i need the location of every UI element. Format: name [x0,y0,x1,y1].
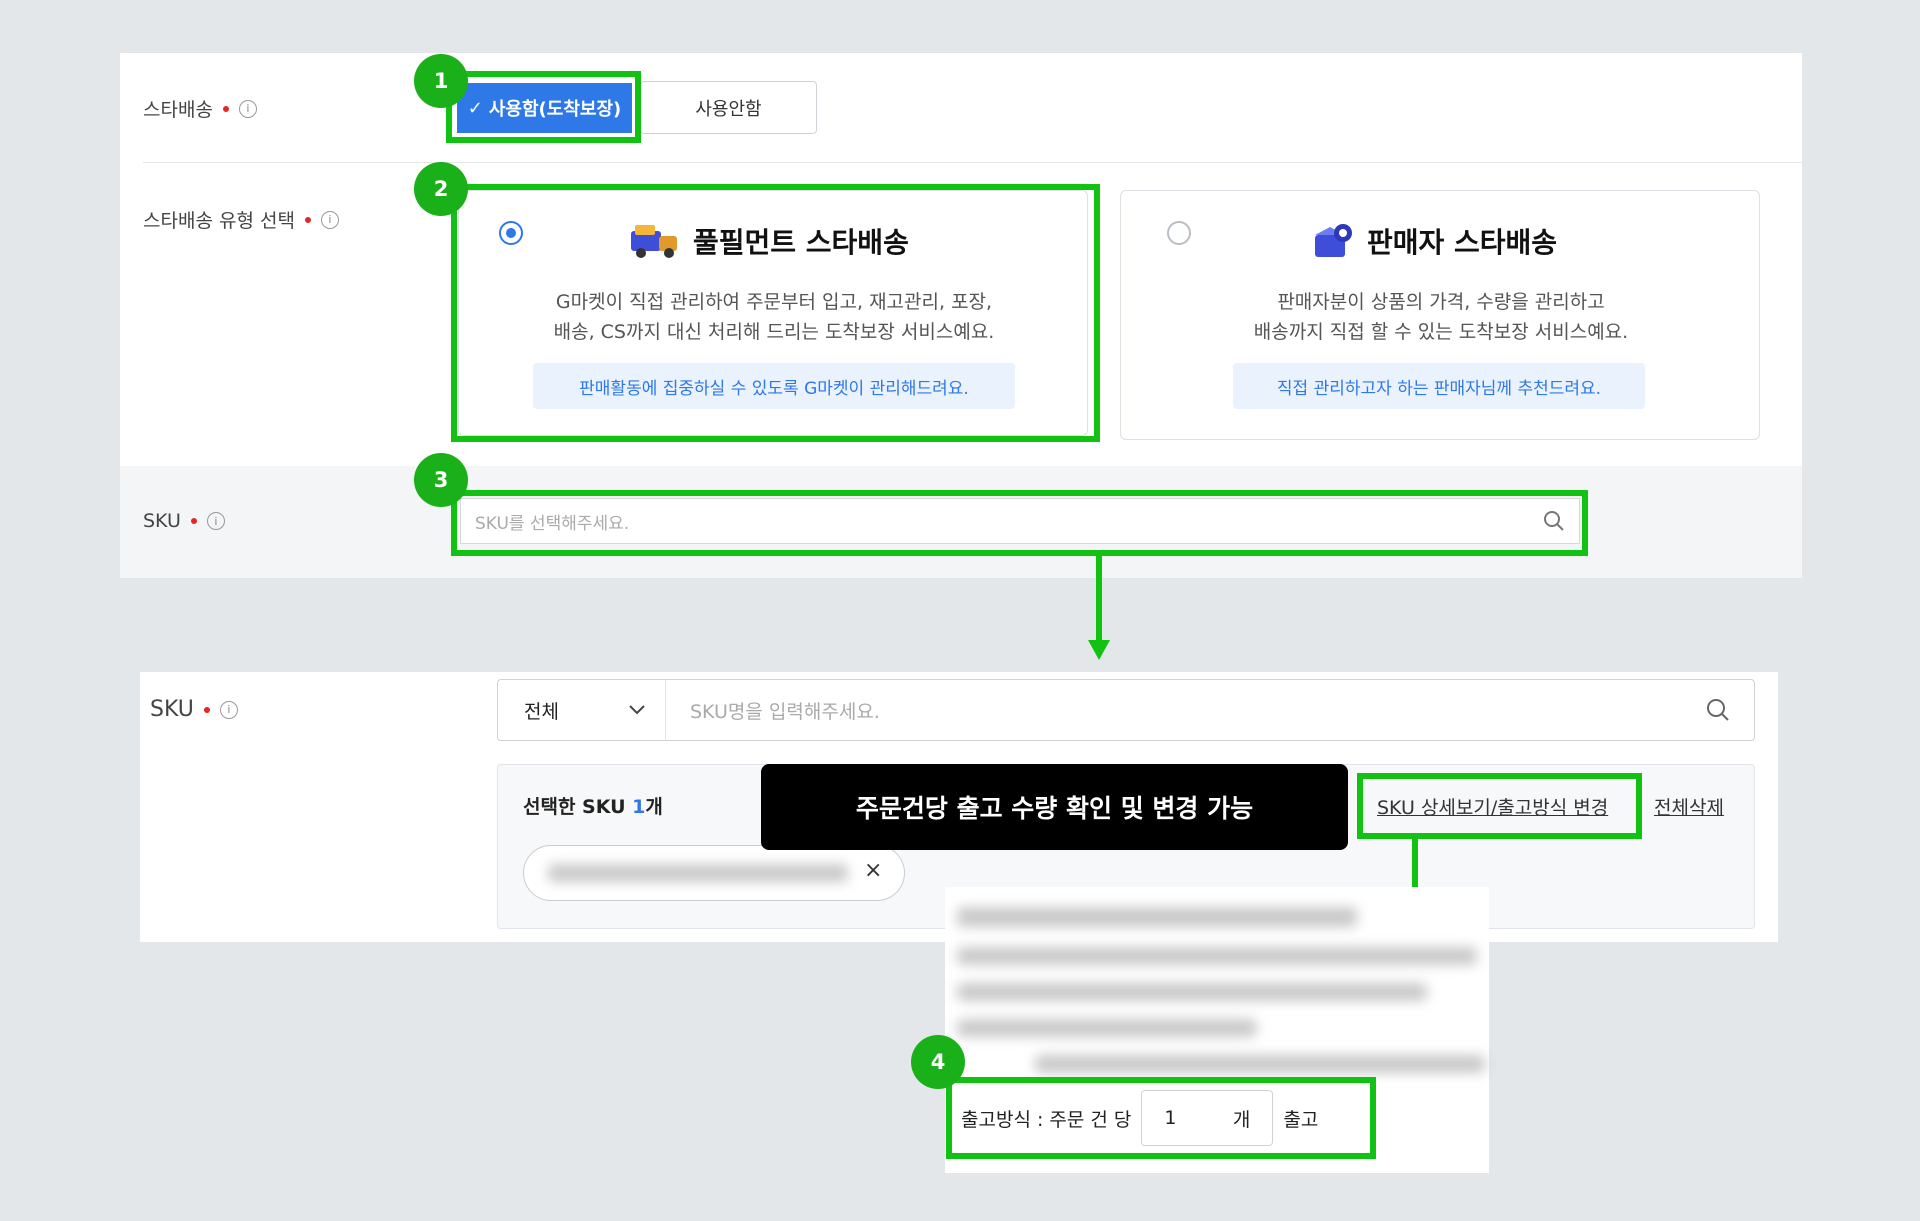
selected-sku-number: 1 [632,796,646,818]
fulfillment-tip: 판매활동에 집중하실 수 있도록 G마켓이 관리해드려요. [533,363,1015,409]
step-badge-3: 3 [414,453,468,507]
step-badge-2: 2 [414,162,468,216]
star-delivery-label: 스타배송 i [143,95,257,122]
search-icon[interactable] [1706,698,1730,722]
blurred-line [957,947,1477,965]
highlight-box-4 [946,1077,1376,1159]
selected-sku-prefix: 선택한 SKU [523,796,633,818]
connector-line [1096,556,1102,646]
blurred-line [1035,1055,1485,1073]
highlight-box-detail-link [1357,773,1642,839]
shipping-quantity-input[interactable]: 1 개 [1141,1090,1274,1146]
sku-label: SKU i [143,510,225,532]
selected-sku-chip: × [523,845,905,901]
sku-detail-label: SKU i [150,697,238,722]
shipping-method-label: 출고방식 : 주문 건 당 [961,1108,1132,1131]
selected-sku-suffix: 개 [645,796,663,818]
sku-select-placeholder: SKU를 선택해주세요. [475,513,630,534]
sku-select-input[interactable]: SKU를 선택해주세요. [460,498,1580,544]
highlight-box-1 [446,71,641,143]
seller-card[interactable]: 판매자 스타배송 판매자분이 상품의 가격, 수량을 관리하고 배송까지 직접 … [1120,190,1760,440]
blurred-line [957,907,1357,927]
no-star-delivery-button[interactable]: 사용안함 [640,81,817,134]
no-star-delivery-label: 사용안함 [695,98,762,120]
step-badge-4: 4 [911,1035,965,1089]
sku-filter-value: 전체 [524,700,559,723]
shipping-quantity-unit: 개 [1232,1108,1251,1131]
blurred-sku-name [548,864,848,882]
selected-sku-count: 선택한 SKU 1개 [523,792,663,819]
shipping-method-row: 출고방식 : 주문 건 당 1 개 출고 [961,1090,1318,1146]
sku-name-placeholder: SKU명을 입력해주세요. [690,700,880,723]
use-star-delivery-label: 사용함(도착보장) [488,99,622,120]
seller-tip: 직접 관리하고자 하는 판매자님께 추천드려요. [1233,363,1645,409]
fulfillment-title-text: 풀필먼트 스타배송 [693,226,909,259]
seller-title-text: 판매자 스타배송 [1367,226,1558,259]
sku-label-text: SKU [143,510,181,532]
check-icon: ✓ [467,97,483,119]
info-icon[interactable]: i [219,700,238,719]
seller-description: 판매자분이 상품의 가격, 수량을 관리하고 배송까지 직접 할 수 있는 도착… [1121,287,1761,347]
seller-desc-line2: 배송까지 직접 할 수 있는 도착보장 서비스예요. [1253,321,1629,343]
close-icon[interactable]: × [864,858,883,883]
seller-radio[interactable] [1167,221,1191,245]
fulfillment-desc-line1: G마켓이 직접 관리하여 주문부터 입고, 재고관리, 포장, [555,291,993,313]
sku-search-bar: 전체 SKU명을 입력해주세요. [497,679,1755,741]
sku-filter-select[interactable]: 전체 [498,680,666,740]
highlight-box-2 [451,184,1100,442]
chevron-down-icon [629,705,645,715]
arrow-down-icon [1088,640,1110,660]
divider [143,162,1802,163]
highlight-box-3 [451,490,1588,556]
connector-line [1412,839,1418,924]
info-icon[interactable]: i [206,512,225,530]
required-dot [222,105,229,112]
fulfillment-radio[interactable] [499,221,523,245]
shipping-method-suffix: 출고 [1283,1108,1319,1131]
required-dot [190,518,197,524]
star-type-label: 스타배송 유형 선택 i [143,206,339,233]
star-type-label-text: 스타배송 유형 선택 [143,210,295,232]
use-star-delivery-button[interactable]: ✓ 사용함(도착보장) [457,83,632,133]
step-badge-1: 1 [414,54,468,108]
fulfillment-title: 풀필먼트 스타배송 [629,221,909,261]
info-icon[interactable]: i [238,99,257,118]
delivery-truck-icon [631,225,677,258]
delete-all-link[interactable]: 전체삭제 [1654,797,1724,819]
fulfillment-desc-line2: 배송, CS까지 대신 처리해 드리는 도착보장 서비스예요. [553,321,995,343]
sku-name-input[interactable]: SKU명을 입력해주세요. [666,697,1706,724]
sku-detail-link[interactable]: SKU 상세보기/출고방식 변경 [1377,797,1609,819]
seller-box-icon [1315,224,1352,257]
info-icon[interactable]: i [320,210,339,229]
seller-desc-line1: 판매자분이 상품의 가격, 수량을 관리하고 [1277,291,1605,313]
required-dot [304,216,311,223]
star-delivery-label-text: 스타배송 [143,99,213,121]
seller-title: 판매자 스타배송 [1311,221,1557,261]
blurred-line [957,1019,1257,1037]
blurred-line [957,983,1427,1001]
shipping-quantity-value: 1 [1164,1107,1177,1129]
fulfillment-description: G마켓이 직접 관리하여 주문부터 입고, 재고관리, 포장, 배송, CS까지… [459,287,1089,347]
search-icon[interactable] [1543,510,1565,532]
required-dot [203,706,210,713]
shipping-quantity-tooltip: 주문건당 출고 수량 확인 및 변경 가능 [761,764,1348,850]
sku-detail-label-text: SKU [150,697,194,722]
fulfillment-card[interactable]: 풀필먼트 스타배송 G마켓이 직접 관리하여 주문부터 입고, 재고관리, 포장… [458,190,1088,436]
